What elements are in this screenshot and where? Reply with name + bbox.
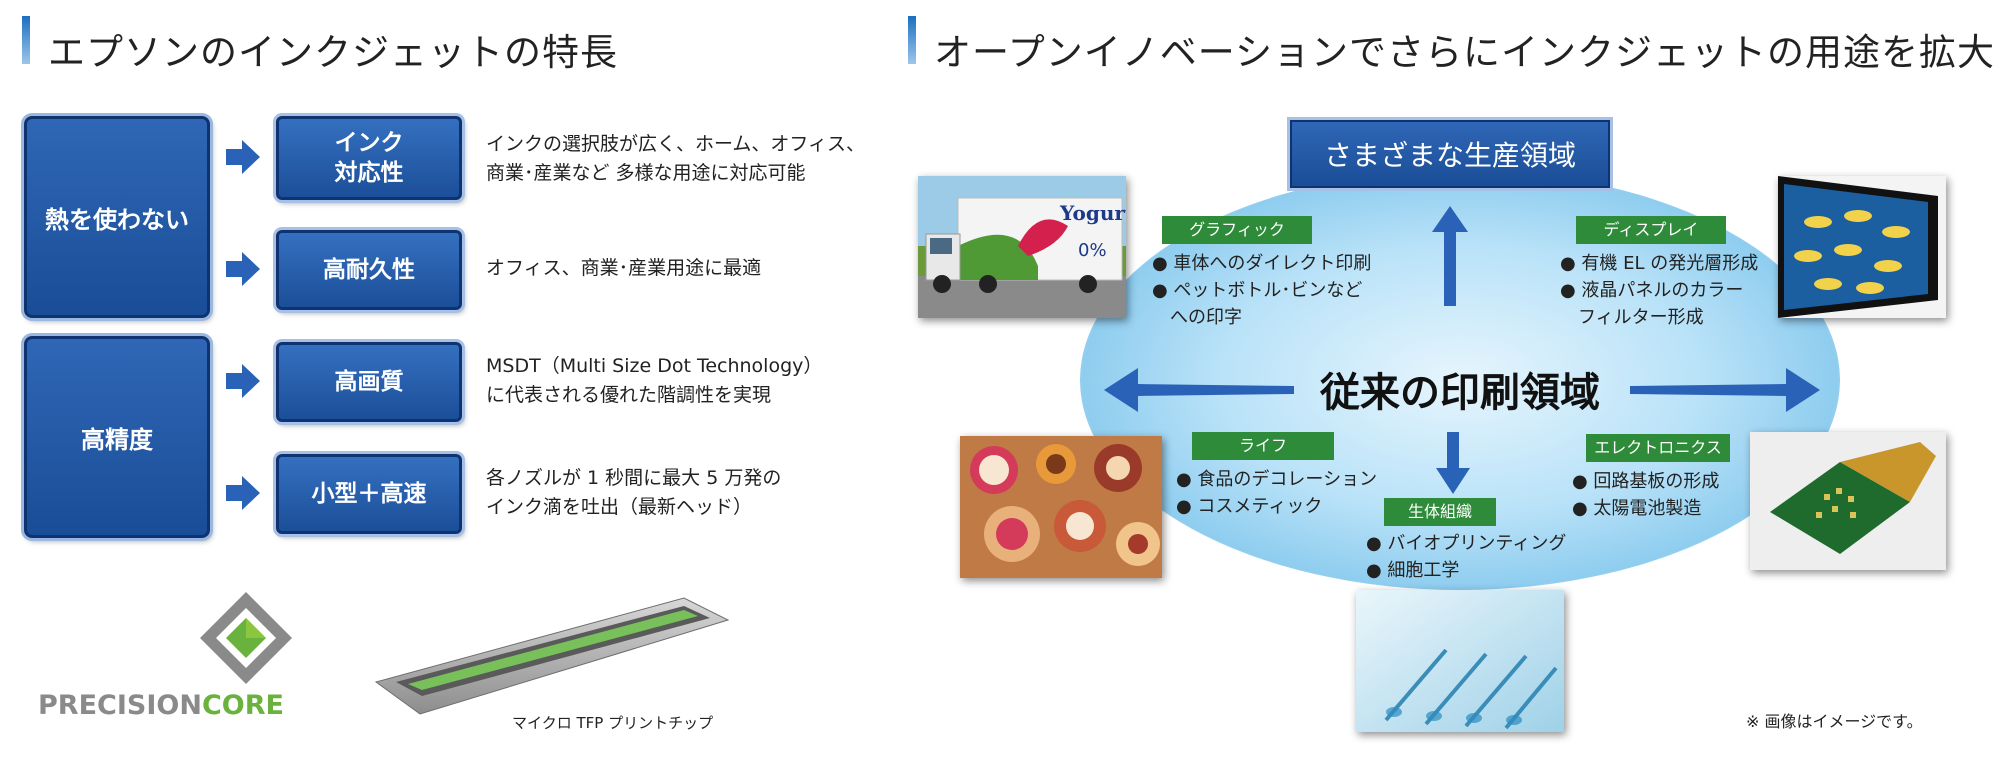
category-graphic: グラフィック xyxy=(1162,216,1312,244)
feature-durability-desc: オフィス、商業･産業用途に最適 xyxy=(486,257,762,279)
feature-image-quality-label: 高画質 xyxy=(334,369,404,395)
arrow-right-icon xyxy=(1630,368,1820,412)
test-tubes-photo xyxy=(1356,590,1564,732)
feature-image-quality-desc: MSDT（Multi Size Dot Technology） に代表される優れ… xyxy=(486,355,823,406)
graphic-item: への印字 xyxy=(1152,307,1242,328)
category-life: ライフ xyxy=(1192,432,1334,460)
life-item: ● コスメティック xyxy=(1176,496,1323,517)
bio-item: ● 細胞工学 xyxy=(1366,560,1460,581)
cookies-photo xyxy=(960,436,1162,578)
precisioncore-logo-mark xyxy=(200,592,292,684)
traditional-printing-label: 従来の印刷領域 xyxy=(1320,370,1600,416)
feature-ink-compat: インク 対応性 xyxy=(276,116,462,200)
display-item: ● 有機 EL の発光層形成 xyxy=(1560,253,1759,274)
arrow-left-icon xyxy=(1104,368,1294,412)
display-item: フィルター形成 xyxy=(1560,307,1704,328)
group-no-heat: 熱を使わない xyxy=(24,116,210,318)
chip-caption: マイクロ TFP プリントチップ xyxy=(512,714,714,732)
display-item: ● 液晶パネルのカラー xyxy=(1560,280,1744,301)
right-section-title: オープンイノベーションでさらにインクジェットの用途を拡大 xyxy=(934,31,1996,74)
graphic-item: ● ペットボトル･ビンなど xyxy=(1152,280,1363,301)
logo-core: CORE xyxy=(201,690,284,721)
arrow-right-icon xyxy=(226,252,260,286)
life-item: ● 食品のデコレーション xyxy=(1176,469,1378,490)
group-high-precision-label: 高精度 xyxy=(81,425,153,454)
electronics-item: ● 回路基板の形成 xyxy=(1572,471,1720,492)
left-title-accent xyxy=(22,16,30,64)
group-high-precision: 高精度 xyxy=(24,336,210,538)
truck-brand-text: Yogurt xyxy=(1059,201,1126,225)
arrow-right-icon xyxy=(226,476,260,510)
bio-item: ● バイオプリンティング xyxy=(1366,533,1567,554)
category-electronics: エレクトロニクス xyxy=(1586,434,1730,462)
left-section-title: エプソンのインクジェットの特長 xyxy=(48,31,618,74)
electronics-item: ● 太陽電池製造 xyxy=(1572,498,1702,519)
arrow-right-icon xyxy=(226,364,260,398)
category-graphic-items: ● 車体へのダイレクト印刷 ● ペットボトル･ビンなど への印字 xyxy=(1152,250,1371,331)
category-electronics-items: ● 回路基板の形成 ● 太陽電池製造 xyxy=(1572,468,1719,522)
feature-image-quality: 高画質 xyxy=(276,342,462,422)
feature-compact-fast-desc: 各ノズルが 1 秒間に最大 5 万発の インク滴を吐出（最新ヘッド） xyxy=(486,467,782,518)
truck-photo: Yogurt 0% xyxy=(918,176,1126,318)
feature-durability: 高耐久性 xyxy=(276,230,462,310)
feature-ink-compat-label: インク 対応性 xyxy=(334,130,404,186)
image-note: ※ 画像はイメージです。 xyxy=(1746,712,1923,731)
printhead-chip-image xyxy=(374,597,730,715)
arrow-down-icon xyxy=(1436,432,1470,494)
category-display: ディスプレイ xyxy=(1576,216,1726,244)
truck-badge-text: 0% xyxy=(1078,240,1107,261)
feature-durability-label: 高耐久性 xyxy=(323,257,415,283)
category-life-items: ● 食品のデコレーション ● コスメティック xyxy=(1176,466,1377,520)
logo-precision: PRECISION xyxy=(38,690,202,721)
category-bio-tissue: 生体組織 xyxy=(1384,498,1496,526)
feature-compact-fast-label: 小型＋高速 xyxy=(311,481,427,507)
production-areas-box: さまざまな生産領域 xyxy=(1290,120,1610,188)
category-display-items: ● 有機 EL の発光層形成 ● 液晶パネルのカラー フィルター形成 xyxy=(1560,250,1758,331)
category-bio-tissue-items: ● バイオプリンティング ● 細胞工学 xyxy=(1366,530,1566,584)
feature-compact-fast: 小型＋高速 xyxy=(276,454,462,534)
right-title-accent xyxy=(908,16,916,64)
display-photo xyxy=(1778,176,1946,318)
precisioncore-logo-text: PRECISIONCORE xyxy=(38,690,284,721)
graphic-item: ● 車体へのダイレクト印刷 xyxy=(1152,253,1372,274)
feature-ink-compat-desc: インクの選択肢が広く、ホーム、オフィス、 商業･産業など 多様な用途に対応可能 xyxy=(486,133,866,184)
group-no-heat-label: 熱を使わない xyxy=(45,205,189,234)
circuit-board-photo xyxy=(1750,432,1946,570)
production-areas-label: さまざまな生産領域 xyxy=(1323,139,1576,172)
arrow-right-icon xyxy=(226,140,260,174)
arrow-up-icon xyxy=(1432,206,1468,306)
